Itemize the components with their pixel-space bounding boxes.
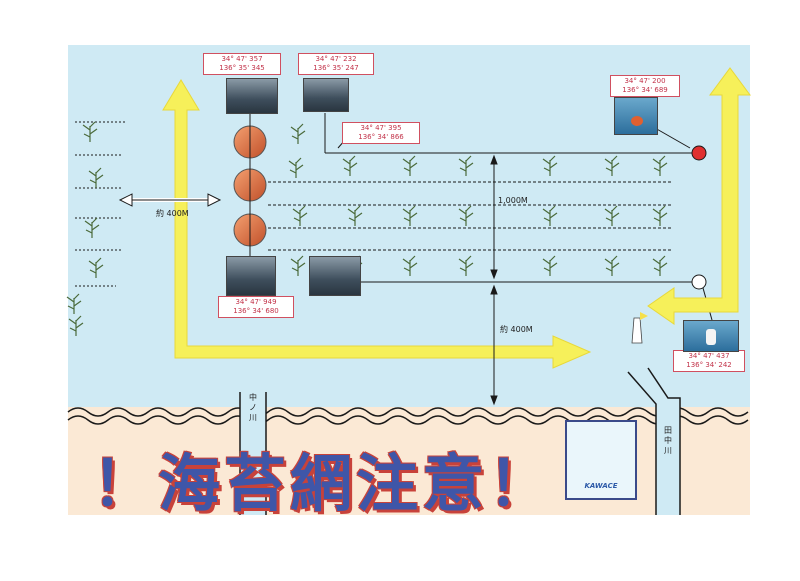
photo-buoy-2 — [303, 78, 349, 112]
white-marker-buoy — [691, 274, 707, 290]
coord-2-lon: 136° 35' 247 — [313, 64, 359, 72]
river-right-bank-1 — [627, 371, 657, 515]
coord-box-5: 34° 47' 949 136° 34' 680 — [218, 296, 294, 318]
distance-label-net: 1,000M — [498, 196, 528, 205]
seaweed-sprig — [652, 255, 668, 276]
red-float-icon — [631, 116, 643, 126]
shoreline-wave-2 — [67, 415, 749, 425]
seaweed-sprig — [347, 205, 363, 226]
coord-6-lon: 136° 34' 242 — [686, 361, 732, 369]
river-right-bank-2 — [647, 367, 681, 515]
red-marker-buoy — [691, 145, 707, 161]
seaweed-sprig — [604, 205, 620, 226]
coord-5-lat: 34° 47' 949 — [235, 298, 277, 306]
distance-label-shore: 約 400M — [500, 325, 533, 334]
coord-6-lat: 34° 47' 437 — [688, 352, 730, 360]
photo-buoy-3 — [226, 256, 276, 296]
route-arrow-left-up — [162, 79, 592, 369]
coord-4-lat: 34° 47' 395 — [360, 124, 402, 132]
seaweed-sprig — [402, 205, 418, 226]
route-arrow-right — [647, 67, 751, 325]
seaweed-sprig — [604, 255, 620, 276]
seaweed-sprig — [402, 255, 418, 276]
photo-float-white — [683, 320, 739, 352]
white-float-icon — [706, 329, 716, 345]
photo-buoy-1 — [226, 78, 278, 114]
net-stakes-left — [75, 121, 126, 287]
seaweed-sprig — [542, 255, 558, 276]
coord-box-6: 34° 47' 437 136° 34' 242 — [673, 350, 745, 372]
coord-box-4: 34° 47' 395 136° 34' 866 — [342, 122, 420, 144]
coord-2-lat: 34° 47' 232 — [315, 55, 357, 63]
seaweed-sprig — [458, 205, 474, 226]
coord-5-lon: 136° 34' 680 — [233, 307, 279, 315]
seaweed-sprig — [342, 155, 358, 176]
river-label-right: 田中川 — [664, 426, 672, 455]
seaweed-sprig — [290, 255, 306, 276]
route-arrows — [162, 67, 751, 369]
coord-4-lon: 136° 34' 866 — [358, 133, 404, 141]
seaweed-sprig — [82, 121, 98, 142]
photo-float-red — [614, 97, 658, 135]
seaweed-sprig — [604, 155, 620, 176]
coord-1-lon: 136° 35' 345 — [219, 64, 265, 72]
river-left — [240, 392, 266, 515]
nori-net-lines — [268, 113, 692, 283]
seaweed-sprig — [402, 155, 418, 176]
coord-3-lat: 34° 47' 200 — [624, 77, 666, 85]
river-label-left: 中ノ川 — [249, 393, 257, 422]
orange-buoys — [233, 112, 267, 262]
distance-label-top: 約 400M — [156, 209, 189, 218]
seaweed-sprig — [88, 167, 104, 188]
seaweed-sprig — [542, 155, 558, 176]
lighthouse-icon — [631, 317, 643, 344]
seaweed-sprig — [652, 205, 668, 226]
seaweed-sprig — [66, 293, 82, 314]
coord-3-lon: 136° 34' 689 — [622, 86, 668, 94]
photo-buoy-4 — [309, 256, 361, 296]
logo-box: KAWACE — [565, 420, 637, 500]
coord-box-2: 34° 47' 232 136° 35' 247 — [298, 53, 374, 75]
seaweed-sprig — [292, 205, 308, 226]
coord-1-lat: 34° 47' 357 — [221, 55, 263, 63]
shoreline-wave — [67, 407, 749, 417]
seaweed-sprig — [288, 157, 304, 178]
logo-text: KAWACE — [584, 482, 618, 490]
seaweed-sprig — [458, 155, 474, 176]
coord-box-1: 34° 47' 357 136° 35' 345 — [203, 53, 281, 75]
coord-box-3: 34° 47' 200 136° 34' 689 — [610, 75, 680, 97]
lighthouse-light-icon — [640, 312, 648, 320]
river-right — [628, 368, 680, 515]
seaweed-sprig — [542, 205, 558, 226]
seaweed-sprig — [290, 123, 306, 144]
distance-arrows — [118, 154, 498, 406]
seaweed-sprig — [68, 315, 84, 336]
seaweed-sprig — [458, 255, 474, 276]
seaweed-sprig — [652, 155, 668, 176]
nori-net-warning: ！海苔網注意！ — [92, 447, 555, 520]
seaweed-sprig — [84, 217, 100, 238]
seaweed-sprig — [88, 257, 104, 278]
